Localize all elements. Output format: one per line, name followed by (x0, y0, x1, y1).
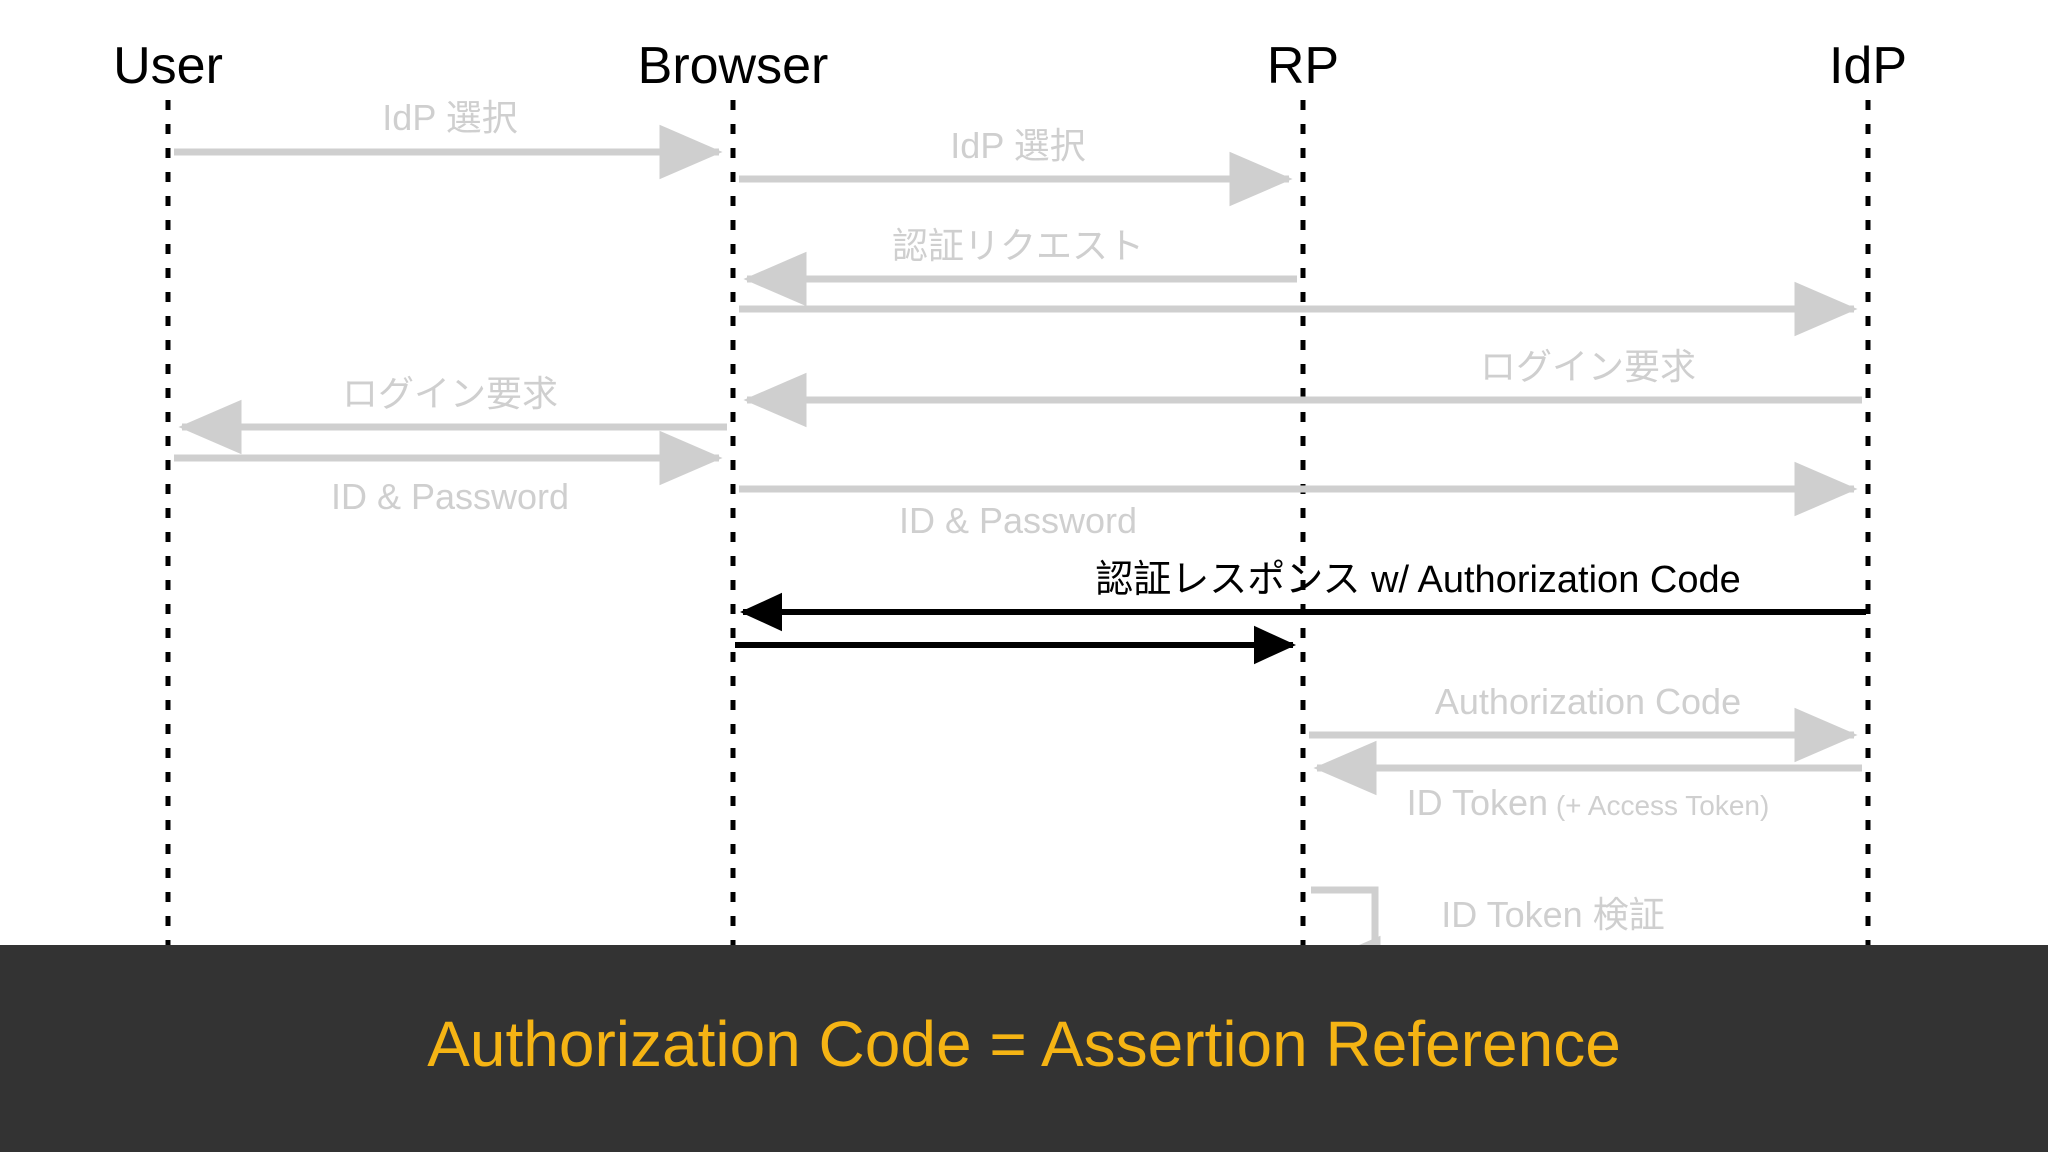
message-label-m6: ログイン要求 (341, 373, 559, 414)
emphasis-banner (0, 945, 2048, 1152)
emphasis-banner-text: Authorization Code = Assertion Reference (427, 1008, 1621, 1080)
actor-label-idp: IdP (1828, 37, 1908, 95)
message-label-m7: ID & Password (330, 476, 570, 517)
message-label-m5: ログイン要求 (1479, 346, 1697, 387)
actor-label-user: User (113, 37, 223, 95)
message-label-m3: 認証リクエスト (891, 225, 1145, 266)
self-message-label-s1: ID Token 検証 (1441, 894, 1665, 935)
message-label-m11: Authorization Code (1434, 681, 1742, 722)
actor-label-browser: Browser (637, 37, 829, 95)
message-label-m1: IdP 選択 (382, 97, 518, 138)
message-label-m2: IdP 選択 (950, 125, 1086, 166)
message-label-m9: 認証レスポンス w/ Authorization Code (1095, 559, 1741, 601)
message-label-m12: ID Token (+ Access Token) (1406, 782, 1770, 823)
message-label-m12-sub: (+ Access Token) (1548, 790, 1770, 821)
actor-label-rp: RP (1266, 37, 1340, 95)
message-label-m8: ID & Password (898, 500, 1138, 541)
